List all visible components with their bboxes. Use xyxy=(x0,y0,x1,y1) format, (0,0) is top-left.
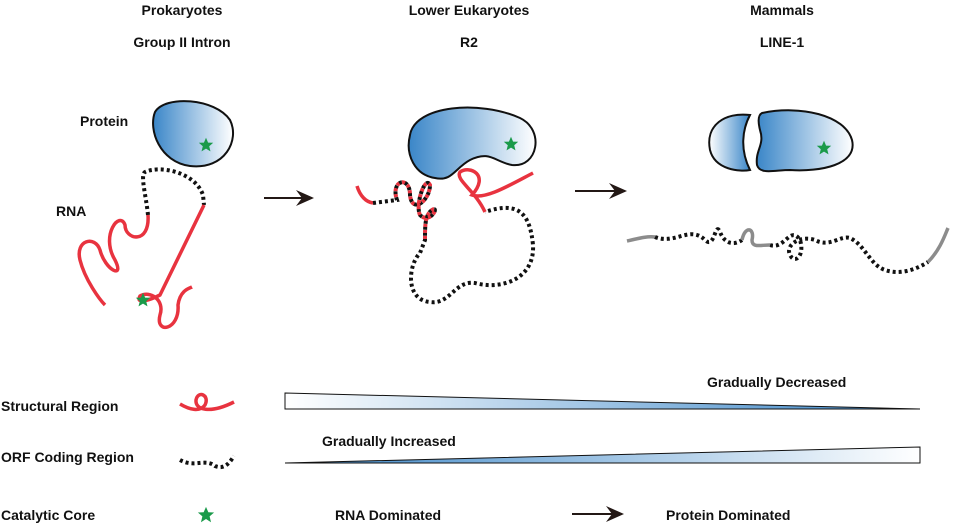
protein-blob-right xyxy=(755,109,854,173)
increasing-wedge xyxy=(284,446,921,464)
rna-structure xyxy=(77,204,206,330)
rna-label: RNA xyxy=(56,203,87,219)
structural-region-legend-icon xyxy=(179,392,235,412)
protein-blob xyxy=(407,106,537,180)
r2-illustration xyxy=(355,106,537,305)
rna-dominated-label: RNA Dominated xyxy=(335,507,442,523)
column-organism-label: Prokaryotes xyxy=(141,2,223,18)
protein-blob xyxy=(152,100,235,168)
column-element-label: R2 xyxy=(460,34,478,50)
protein-blob-left xyxy=(708,113,752,172)
protein-label: Protein xyxy=(80,113,129,129)
column-element-label: Group II Intron xyxy=(133,34,231,50)
legend-structural-label: Structural Region xyxy=(1,398,119,414)
orf-dashed xyxy=(141,167,206,216)
decreasing-wedge xyxy=(284,392,921,410)
gradually-decreased-label: Gradually Decreased xyxy=(707,374,847,390)
column-organism-label: Lower Eukaryotes xyxy=(408,2,530,18)
catalytic-core-legend-icon xyxy=(197,506,215,523)
protein-dominated-label: Protein Dominated xyxy=(666,507,791,523)
column-organism-label: Mammals xyxy=(750,2,814,18)
group-ii-intron-illustration xyxy=(77,100,235,330)
line-1-illustration xyxy=(626,109,950,274)
column-element-label: LINE-1 xyxy=(759,34,805,50)
gradually-increased-label: Gradually Increased xyxy=(322,433,456,449)
legend-catalytic-label: Catalytic Core xyxy=(1,507,96,523)
legend-orf-label: ORF Coding Region xyxy=(1,449,134,465)
orf-coding-region-legend-icon xyxy=(179,454,236,469)
